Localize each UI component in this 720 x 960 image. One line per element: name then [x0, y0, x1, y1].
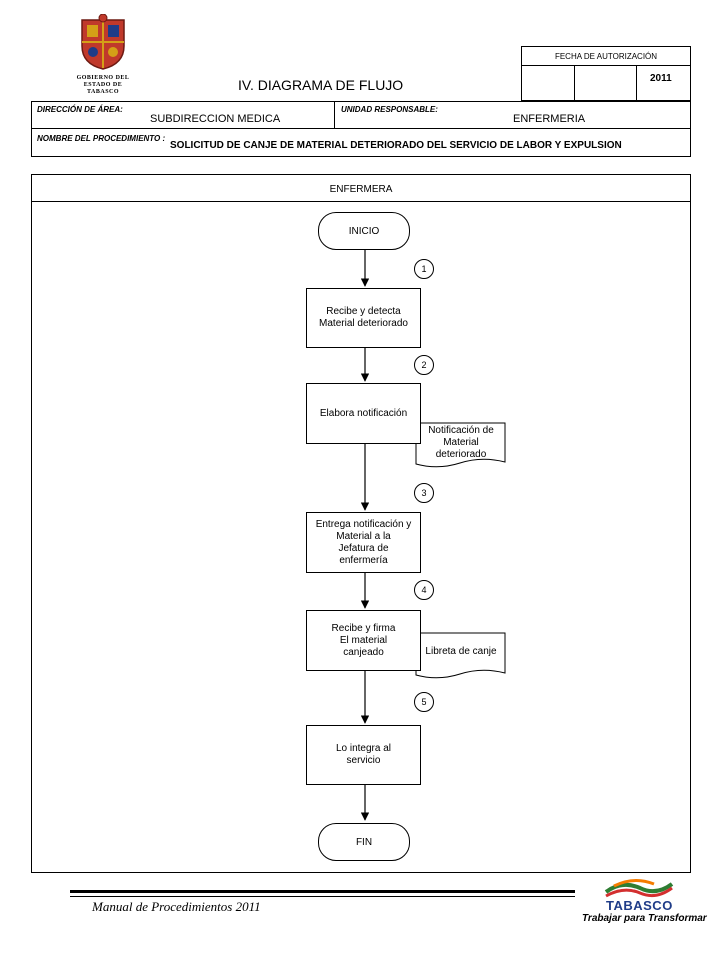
- start-terminal: INICIO: [318, 212, 410, 250]
- document-libreta-text: Libreta de canje: [425, 646, 497, 657]
- procedimiento-label: NOMBRE DEL PROCEDIMIENTO :: [37, 134, 166, 143]
- brand-name: TABASCO: [606, 898, 673, 913]
- page-title: IV. DIAGRAMA DE FLUJO: [238, 77, 404, 93]
- process-step-4: Recibe y firma El material canjeado: [306, 610, 421, 671]
- procedimiento-value: SOLICITUD DE CANJE DE MATERIAL DETERIORA…: [170, 140, 622, 151]
- flowchart-frame: [31, 174, 691, 873]
- footer-rule: [70, 890, 575, 897]
- process-step-5: Lo integra al servicio: [306, 725, 421, 785]
- authorization-date-box: FECHA DE AUTORIZACIÓN 2011: [521, 46, 691, 102]
- swimlane-header: ENFERMERA: [31, 174, 691, 202]
- document-notificacion-text: Notificación de Material deteriorado: [428, 425, 494, 460]
- brand-slogan: Trabajar para Transformar: [582, 913, 707, 924]
- step-number-4: 4: [414, 580, 434, 600]
- step-number-1: 1: [414, 259, 434, 279]
- state-crest-logo: GOBIERNO DEL ESTADO DE TABASCO: [76, 13, 130, 95]
- unidad-value: ENFERMERIA: [513, 113, 586, 125]
- brand-swoosh-icon: [604, 879, 674, 898]
- process-step-3: Entrega notificación y Material a la Jef…: [306, 512, 421, 573]
- authorization-year: 2011: [650, 73, 672, 84]
- step-number-3: 3: [414, 483, 434, 503]
- swimlane-title: ENFERMERA: [329, 184, 393, 195]
- step-number-5: 5: [414, 692, 434, 712]
- authorization-date-label: FECHA DE AUTORIZACIÓN: [554, 52, 658, 61]
- procedure-info-row: NOMBRE DEL PROCEDIMIENTO : SOLICITUD DE …: [31, 128, 691, 157]
- step-number-2: 2: [414, 355, 434, 375]
- unidad-label: UNIDAD RESPONSABLE:: [341, 105, 438, 114]
- manual-text: Manual de Procedimientos 2011: [92, 899, 261, 914]
- direccion-value: SUBDIRECCION MEDICA: [150, 113, 281, 125]
- logo-caption: GOBIERNO DEL ESTADO DE TABASCO: [76, 75, 130, 95]
- document-shape-libreta: [415, 632, 506, 679]
- direccion-label: DIRECCIÓN DE ÁREA:: [37, 105, 123, 114]
- tabasco-brand-logo: TABASCO Trabajar para Transformar: [582, 876, 707, 928]
- process-step-2: Elabora notificación: [306, 383, 421, 444]
- end-terminal: FIN: [318, 823, 410, 861]
- process-step-1: Recibe y detecta Material deteriorado: [306, 288, 421, 348]
- document-shape-notificacion: [415, 422, 506, 468]
